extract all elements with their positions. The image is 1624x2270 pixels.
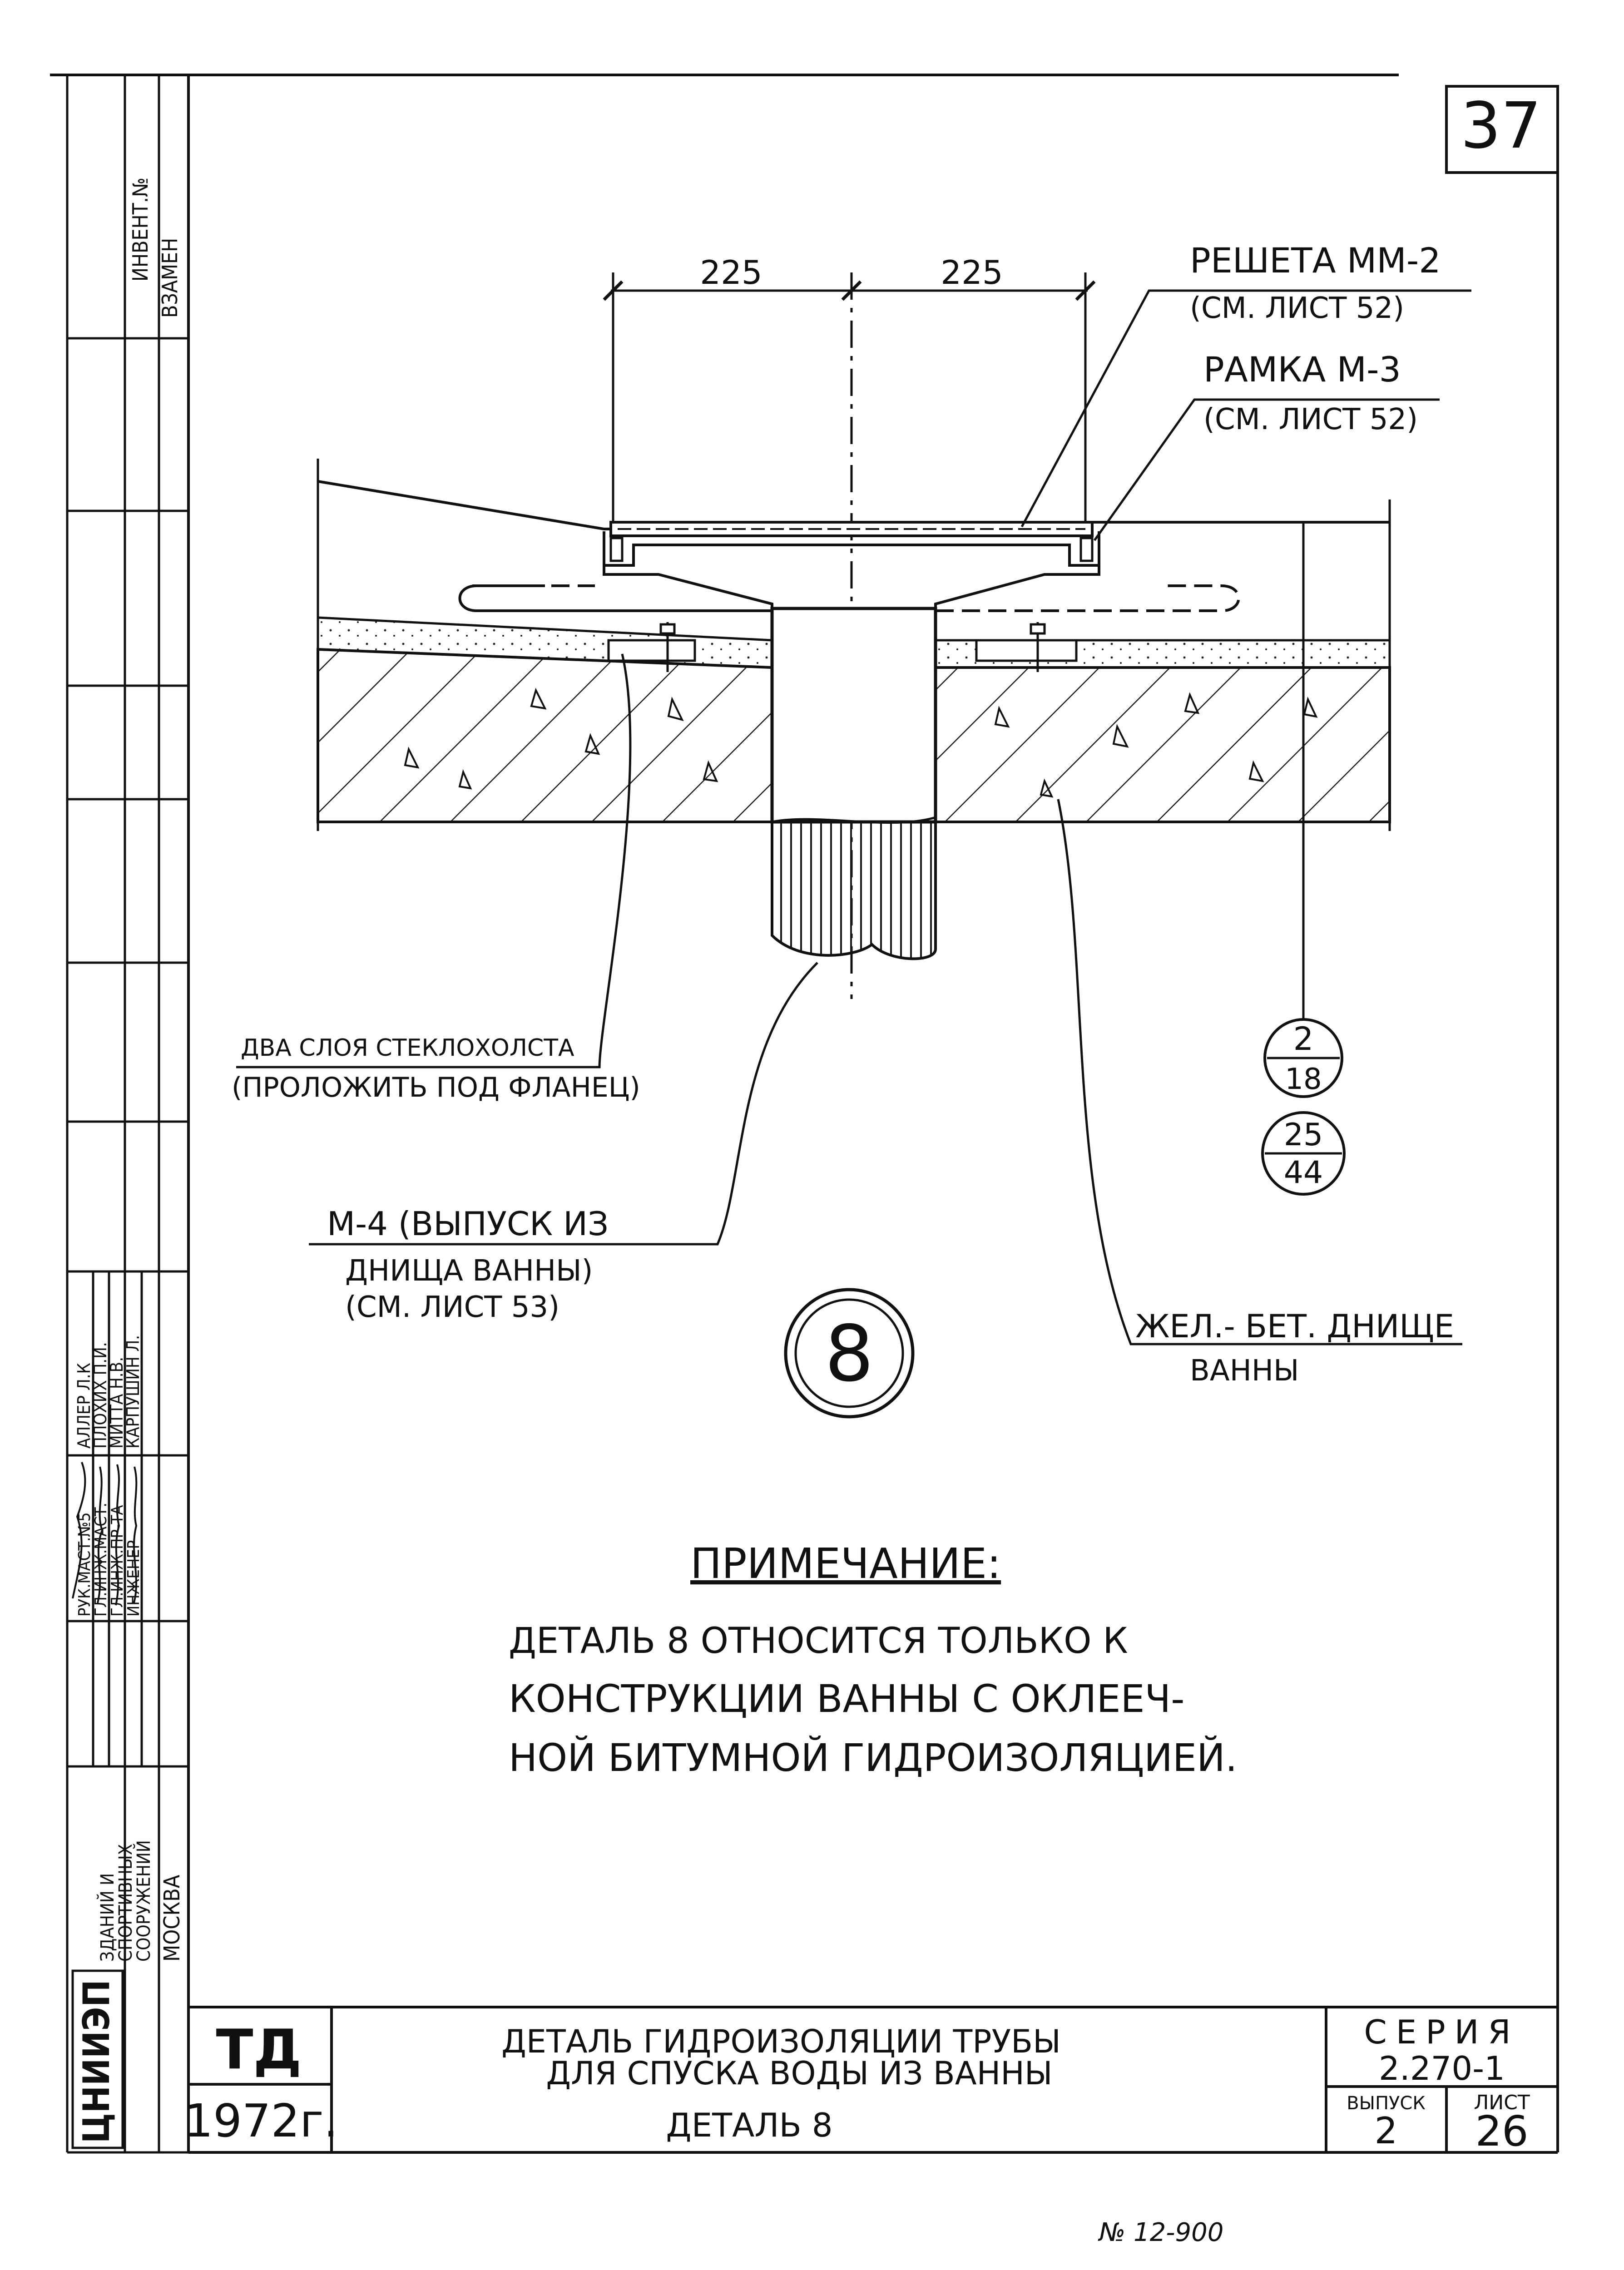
note-line-3: НОЙ БИТУМНОЙ ГИДРОИЗОЛЯЦИЕЙ. bbox=[509, 1736, 1238, 1780]
dimension-right: 225 bbox=[941, 253, 1003, 292]
org-line-3: СООРУЖЕНИЙ bbox=[133, 1840, 154, 1962]
drain-funnel bbox=[458, 565, 1240, 612]
title-logo: ТД bbox=[216, 2018, 302, 2082]
reference-circle-2: 25 44 bbox=[1261, 1111, 1346, 1196]
grate-title: РЕШЕТА ММ-2 bbox=[1190, 240, 1441, 281]
name-4: КАРПУШИН Л. bbox=[123, 1335, 143, 1449]
inventory-number-label: ИНВЕНТ.№ bbox=[128, 178, 153, 282]
grate-ref: (СМ. ЛИСТ 52) bbox=[1190, 292, 1404, 325]
bottom-stamp: № 12-900 bbox=[1098, 2218, 1223, 2247]
reference-circle-1: 2 18 bbox=[1263, 1018, 1343, 1098]
outlet-label-2: ДНИЩА ВАННЫ) bbox=[345, 1254, 593, 1288]
org-logo: ЦНИИЭП bbox=[71, 1969, 124, 2149]
grate-assembly bbox=[603, 521, 1100, 567]
glass-layers-label: ДВА СЛОЯ СТЕКЛОХОЛСТА bbox=[241, 1034, 574, 1062]
dimension-left: 225 bbox=[700, 253, 762, 292]
title-line-2: ДЛЯ СПУСКА ВОДЫ ИЗ ВАННЫ bbox=[546, 2055, 1052, 2092]
bottom-label-1: ЖЕЛ.- БЕТ. ДНИЩЕ bbox=[1135, 1308, 1454, 1345]
svg-text:2: 2 bbox=[1293, 1020, 1314, 1058]
name-2: ПЛОХИХ П.И. bbox=[90, 1342, 110, 1449]
outlet-label-3: (СМ. ЛИСТ 53) bbox=[345, 1291, 559, 1324]
leader-lines bbox=[236, 289, 1471, 1345]
glass-layers-note: (ПРОЛОЖИТЬ ПОД ФЛАНЕЦ) bbox=[232, 1072, 640, 1103]
concrete-slab bbox=[317, 648, 1391, 823]
note-line-2: КОНСТРУКЦИИ ВАННЫ С ОКЛЕЕЧ- bbox=[509, 1677, 1185, 1721]
drain-pipe bbox=[770, 607, 937, 960]
title-block-frame bbox=[188, 2006, 1558, 2152]
org-line-1: ЗДАНИЙ И bbox=[96, 1873, 118, 1962]
sheet-value: 26 bbox=[1475, 2107, 1528, 2156]
sheet-corner-number: 37 bbox=[1461, 89, 1541, 163]
svg-text:ЦНИИЭП: ЦНИИЭП bbox=[75, 1979, 118, 2143]
note-heading: ПРИМЕЧАНИЕ: bbox=[690, 1539, 1001, 1588]
side-strip bbox=[66, 75, 188, 2154]
svg-text:8: 8 bbox=[825, 1309, 874, 1399]
floor-surface bbox=[317, 480, 1390, 530]
issue-label: ВЫПУСК bbox=[1347, 2093, 1426, 2114]
signatures bbox=[72, 1462, 138, 1606]
title-line-1: ДЕТАЛЬ ГИДРОИЗОЛЯЦИИ ТРУБЫ bbox=[501, 2023, 1061, 2060]
series-label: СЕРИЯ bbox=[1364, 2013, 1520, 2051]
name-1: АЛЛЕР Л.К bbox=[74, 1363, 94, 1449]
detail-number-circle: 8 bbox=[784, 1288, 915, 1419]
org-line-2: СПОРТИВНЫХ bbox=[115, 1844, 136, 1962]
svg-text:25: 25 bbox=[1284, 1117, 1323, 1153]
svg-text:18: 18 bbox=[1285, 1063, 1322, 1096]
outlet-label-1: М-4 (ВЫПУСК ИЗ bbox=[327, 1205, 609, 1243]
title-subtitle: ДЕТАЛЬ 8 bbox=[666, 2106, 832, 2144]
series-value: 2.270-1 bbox=[1379, 2049, 1505, 2087]
frame-title: РАМКА М-3 bbox=[1203, 349, 1401, 390]
note-line-1: ДЕТАЛЬ 8 ОТНОСИТСЯ ТОЛЬКО К bbox=[509, 1621, 1128, 1662]
svg-text:44: 44 bbox=[1284, 1155, 1323, 1191]
instead-of-label: ВЗАМЕН bbox=[158, 238, 182, 318]
flange-bolts bbox=[607, 622, 1078, 672]
issue-value: 2 bbox=[1375, 2110, 1398, 2152]
org-city: МОСКВА bbox=[159, 1874, 185, 1962]
title-year: 1972г. bbox=[184, 2094, 338, 2147]
bottom-label-2: ВАННЫ bbox=[1190, 1354, 1299, 1388]
name-3: МИТТА Н.В. bbox=[107, 1357, 127, 1449]
break-marks bbox=[317, 459, 1391, 831]
role-1: РУК.МАСТ.№5 bbox=[75, 1512, 94, 1617]
role-2: ГЛ.ИНЖ.МАСТ. bbox=[92, 1503, 110, 1617]
sheet-frame bbox=[50, 74, 1559, 2154]
frame-ref: (СМ. ЛИСТ 52) bbox=[1203, 403, 1418, 436]
sheet-label: ЛИСТ bbox=[1474, 2091, 1530, 2114]
